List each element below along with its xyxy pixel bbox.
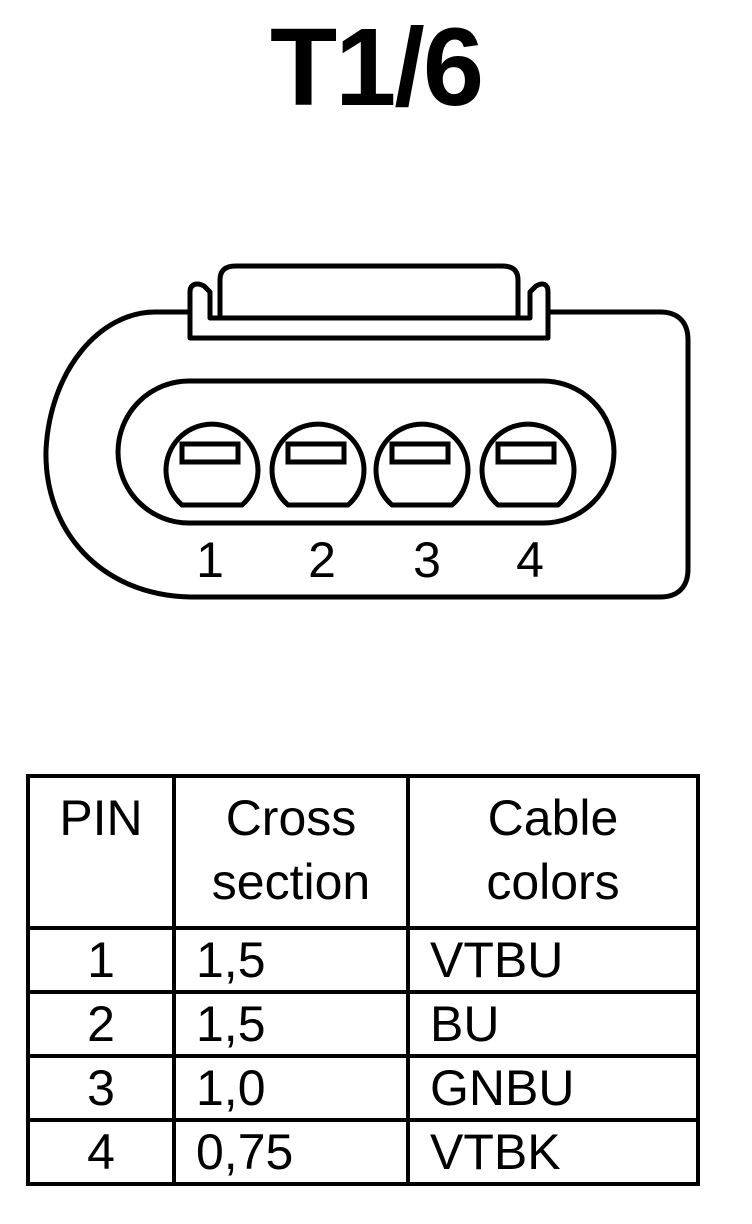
cell-cable-color: GNBU [406, 1054, 700, 1122]
header-cross-section: Cross section [172, 774, 410, 930]
cell-cross-section: 1,0 [172, 1054, 410, 1122]
connector-latch-top [217, 263, 521, 318]
cell-pin: 3 [26, 1054, 176, 1122]
pin-label-4: 4 [516, 532, 544, 588]
header-cable-colors: Cable colors [406, 774, 700, 930]
cell-cable-color: VTBK [406, 1118, 700, 1186]
table-header-row: PIN Cross section Cable colors [26, 774, 700, 930]
pin-1 [163, 421, 261, 508]
cell-cross-section: 1,5 [172, 926, 410, 994]
pin-2 [269, 421, 367, 508]
cell-pin: 2 [26, 990, 176, 1058]
pin-label-2: 2 [308, 532, 336, 588]
table-row: 4 0,75 VTBK [26, 1118, 700, 1186]
connector-latch [187, 281, 551, 341]
pin-4 [479, 421, 577, 508]
cell-cable-color: VTBU [406, 926, 700, 994]
cell-pin: 1 [26, 926, 176, 994]
pin-label-1: 1 [196, 532, 224, 588]
cell-cross-section: 1,5 [172, 990, 410, 1058]
cell-cable-color: BU [406, 990, 700, 1058]
pin-cavity [115, 378, 617, 526]
pin-assignment-table: PIN Cross section Cable colors 1 1,5 VTB… [26, 774, 700, 1186]
cell-cross-section: 0,75 [172, 1118, 410, 1186]
diagram-title: T1/6 [269, 6, 484, 129]
cell-pin: 4 [26, 1118, 176, 1186]
table-row: 1 1,5 VTBU [26, 926, 700, 994]
table-row: 3 1,0 GNBU [26, 1054, 700, 1122]
table-row: 2 1,5 BU [26, 990, 700, 1058]
connector-housing [43, 309, 691, 600]
pin-3 [373, 421, 471, 508]
header-pin: PIN [26, 774, 176, 930]
pin-label-3: 3 [413, 532, 441, 588]
connector-drawing: 1 2 3 4 [43, 263, 691, 600]
